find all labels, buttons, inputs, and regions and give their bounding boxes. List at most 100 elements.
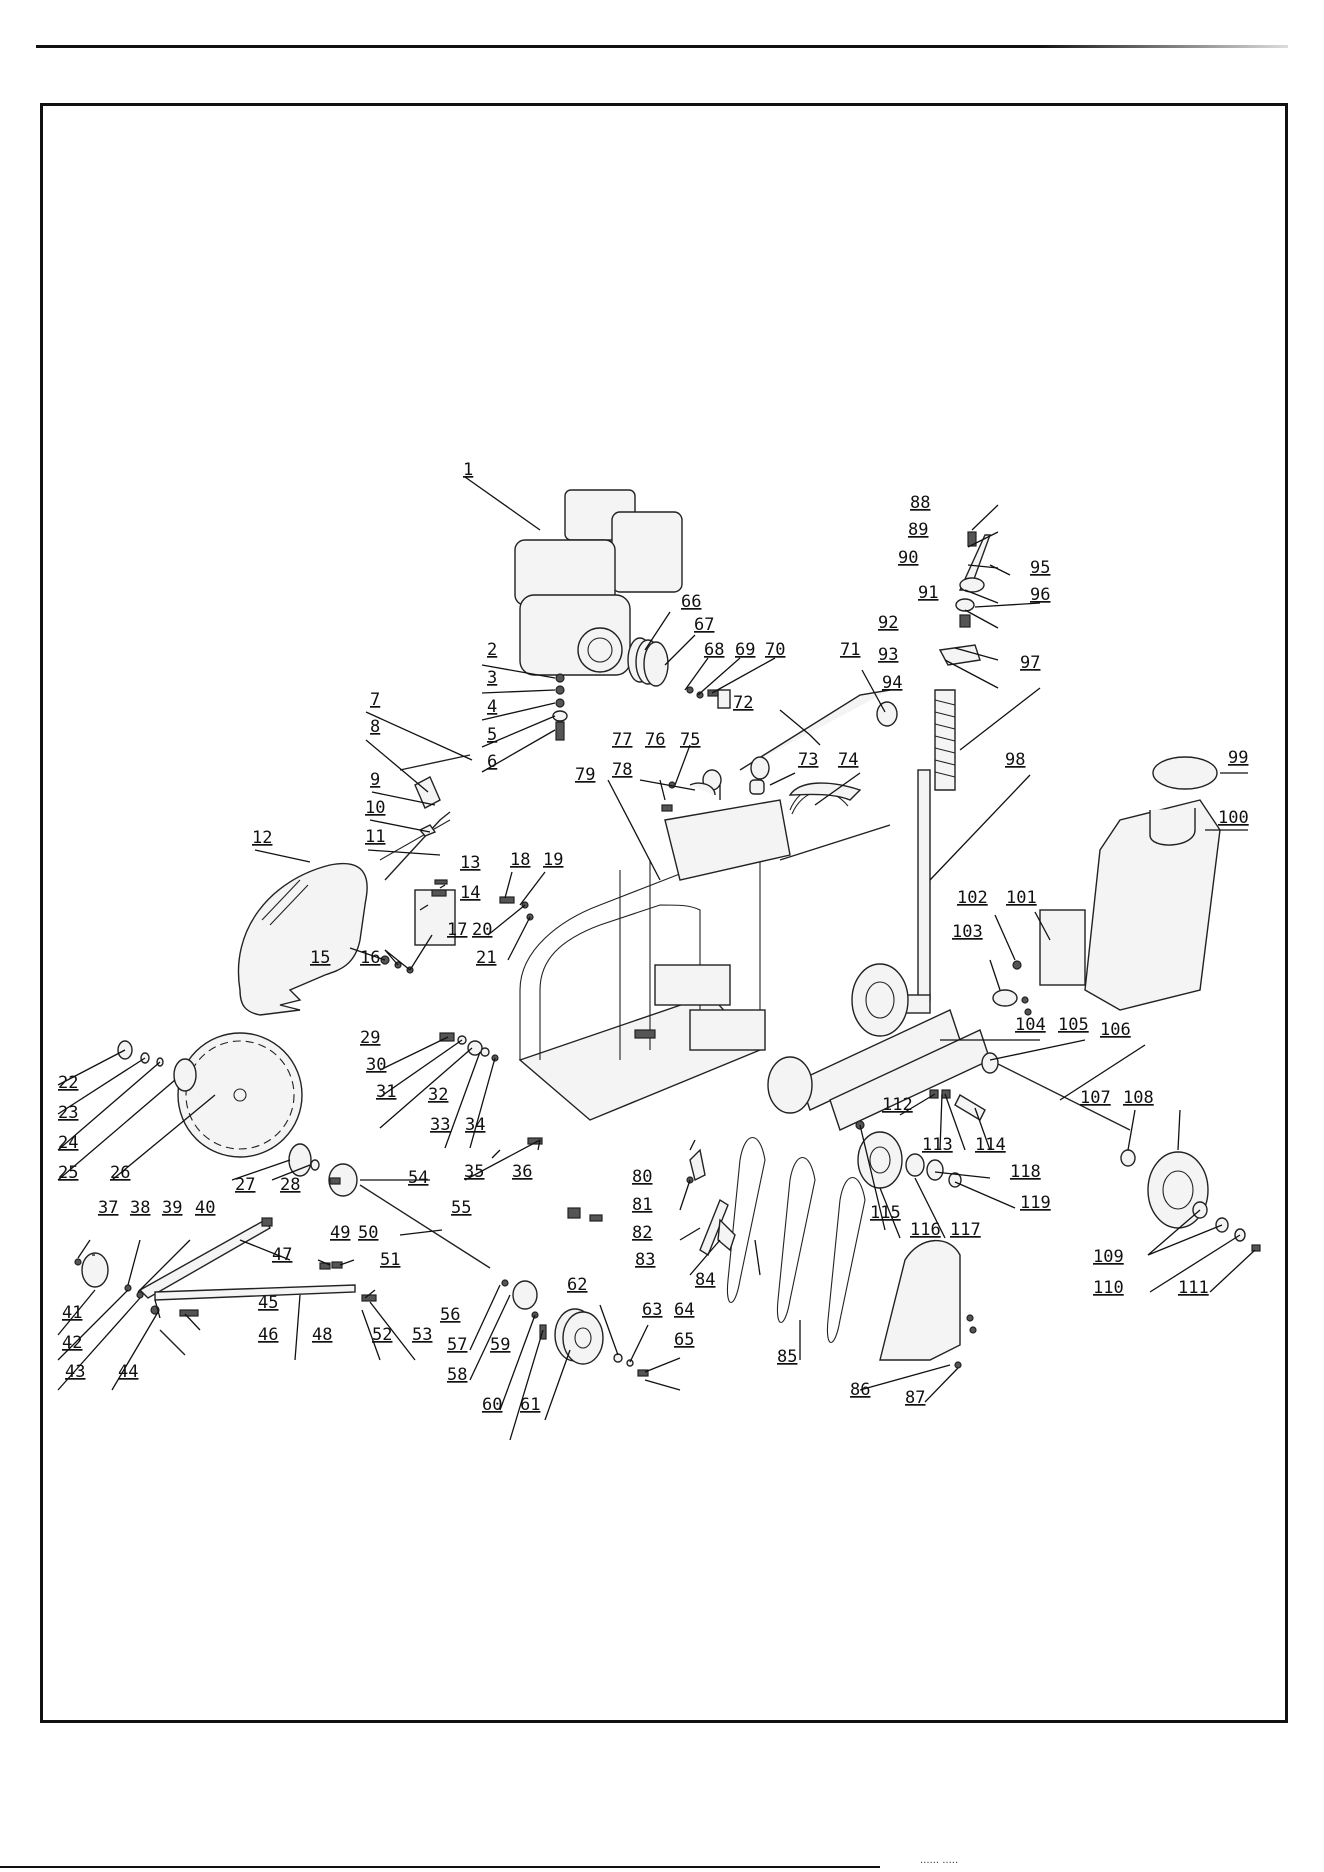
part-label-26: 26 [110, 1163, 130, 1183]
part-label-12: 12 [252, 828, 272, 848]
part-label-116: 116 [910, 1220, 941, 1240]
part-label-99: 99 [1228, 748, 1248, 768]
part-label-104: 104 [1015, 1015, 1046, 1035]
part-label-41: 41 [62, 1303, 82, 1323]
part-label-20: 20 [472, 920, 492, 940]
part-labels: 1 2 3 4 5 6 7 8 9 10 11 12 13 14 15 16 1… [58, 460, 1249, 1415]
part-label-67: 67 [694, 615, 714, 635]
part-label-56: 56 [440, 1305, 460, 1325]
part-label-52: 52 [372, 1325, 392, 1345]
parts-drawing [74, 489, 1261, 1377]
part-label-54: 54 [408, 1168, 428, 1188]
part-label-88: 88 [910, 493, 930, 513]
part-label-73: 73 [798, 750, 818, 770]
part-label-49: 49 [330, 1223, 350, 1243]
part-label-111: 111 [1178, 1278, 1209, 1298]
part-label-75: 75 [680, 730, 700, 750]
part-label-9: 9 [370, 770, 380, 790]
part-label-1: 1 [463, 460, 473, 480]
part-label-8: 8 [370, 717, 380, 737]
bottom-rule [0, 1866, 880, 1868]
engine-mount-fasteners [552, 673, 723, 741]
part-label-28: 28 [280, 1175, 300, 1195]
part-label-114: 114 [975, 1135, 1006, 1155]
part-label-10: 10 [365, 798, 385, 818]
part-label-117: 117 [950, 1220, 981, 1240]
part-label-34: 34 [465, 1115, 485, 1135]
part-label-59: 59 [490, 1335, 510, 1355]
part-label-90: 90 [898, 548, 918, 568]
part-label-16: 16 [360, 948, 380, 968]
part-label-29: 29 [360, 1028, 380, 1048]
part-label-14: 14 [460, 883, 480, 903]
part-label-17: 17 [447, 920, 467, 940]
part-label-85: 85 [777, 1347, 797, 1367]
part-label-47: 47 [272, 1245, 292, 1265]
part-label-119: 119 [1020, 1193, 1051, 1213]
engine-pulley [627, 637, 669, 687]
part-label-33: 33 [430, 1115, 450, 1135]
part-label-110: 110 [1093, 1278, 1124, 1298]
part-label-35: 35 [464, 1162, 484, 1182]
belts [726, 1137, 866, 1343]
part-label-76: 76 [645, 730, 665, 750]
belt-guard [879, 1239, 977, 1369]
part-label-15: 15 [310, 948, 330, 968]
part-label-30: 30 [366, 1055, 386, 1075]
depth-rod [894, 689, 956, 1014]
rear-axle-assembly [767, 963, 1261, 1252]
engine [514, 489, 683, 676]
part-label-115: 115 [870, 1203, 901, 1223]
diagram-frame [40, 103, 1288, 1723]
part-label-92: 92 [878, 613, 898, 633]
part-label-60: 60 [482, 1395, 502, 1415]
guard-rods [379, 754, 471, 946]
part-label-81: 81 [632, 1195, 652, 1215]
part-label-95: 95 [1030, 558, 1050, 578]
part-label-79: 79 [575, 765, 595, 785]
center-fasteners [380, 689, 862, 1257]
part-label-83: 83 [635, 1250, 655, 1270]
part-label-38: 38 [130, 1198, 150, 1218]
part-label-11: 11 [365, 827, 385, 847]
part-label-84: 84 [695, 1270, 715, 1290]
top-rule [36, 45, 1288, 48]
part-label-4: 4 [487, 697, 497, 717]
part-label-23: 23 [58, 1103, 78, 1123]
part-label-69: 69 [735, 640, 755, 660]
part-label-89: 89 [908, 520, 928, 540]
main-frame [518, 799, 791, 1121]
part-label-87: 87 [905, 1388, 925, 1408]
part-label-46: 46 [258, 1325, 278, 1345]
part-label-112: 112 [882, 1095, 913, 1115]
saw-blade [117, 1032, 320, 1177]
part-label-39: 39 [162, 1198, 182, 1218]
part-label-98: 98 [1005, 750, 1025, 770]
part-label-21: 21 [476, 948, 496, 968]
part-label-77: 77 [612, 730, 632, 750]
water-tank [992, 756, 1221, 1016]
crank-handle [938, 531, 991, 666]
part-label-93: 93 [878, 645, 898, 665]
part-label-78: 78 [612, 760, 632, 780]
part-label-5: 5 [487, 725, 497, 745]
part-label-74: 74 [838, 750, 858, 770]
part-label-91: 91 [918, 583, 938, 603]
part-label-68: 68 [704, 640, 724, 660]
part-label-57: 57 [447, 1335, 467, 1355]
part-label-100: 100 [1218, 808, 1249, 828]
leader-lines [57, 476, 1256, 1441]
part-label-27: 27 [235, 1175, 255, 1195]
part-label-3: 3 [487, 668, 497, 688]
part-label-43: 43 [65, 1362, 85, 1382]
part-label-31: 31 [376, 1082, 396, 1102]
part-label-62: 62 [567, 1275, 587, 1295]
part-label-70: 70 [765, 640, 785, 660]
front-axle-assembly [74, 1217, 377, 1356]
part-label-36: 36 [512, 1162, 532, 1182]
part-label-6: 6 [487, 752, 497, 772]
part-label-101: 101 [1006, 888, 1037, 908]
part-label-71: 71 [840, 640, 860, 660]
